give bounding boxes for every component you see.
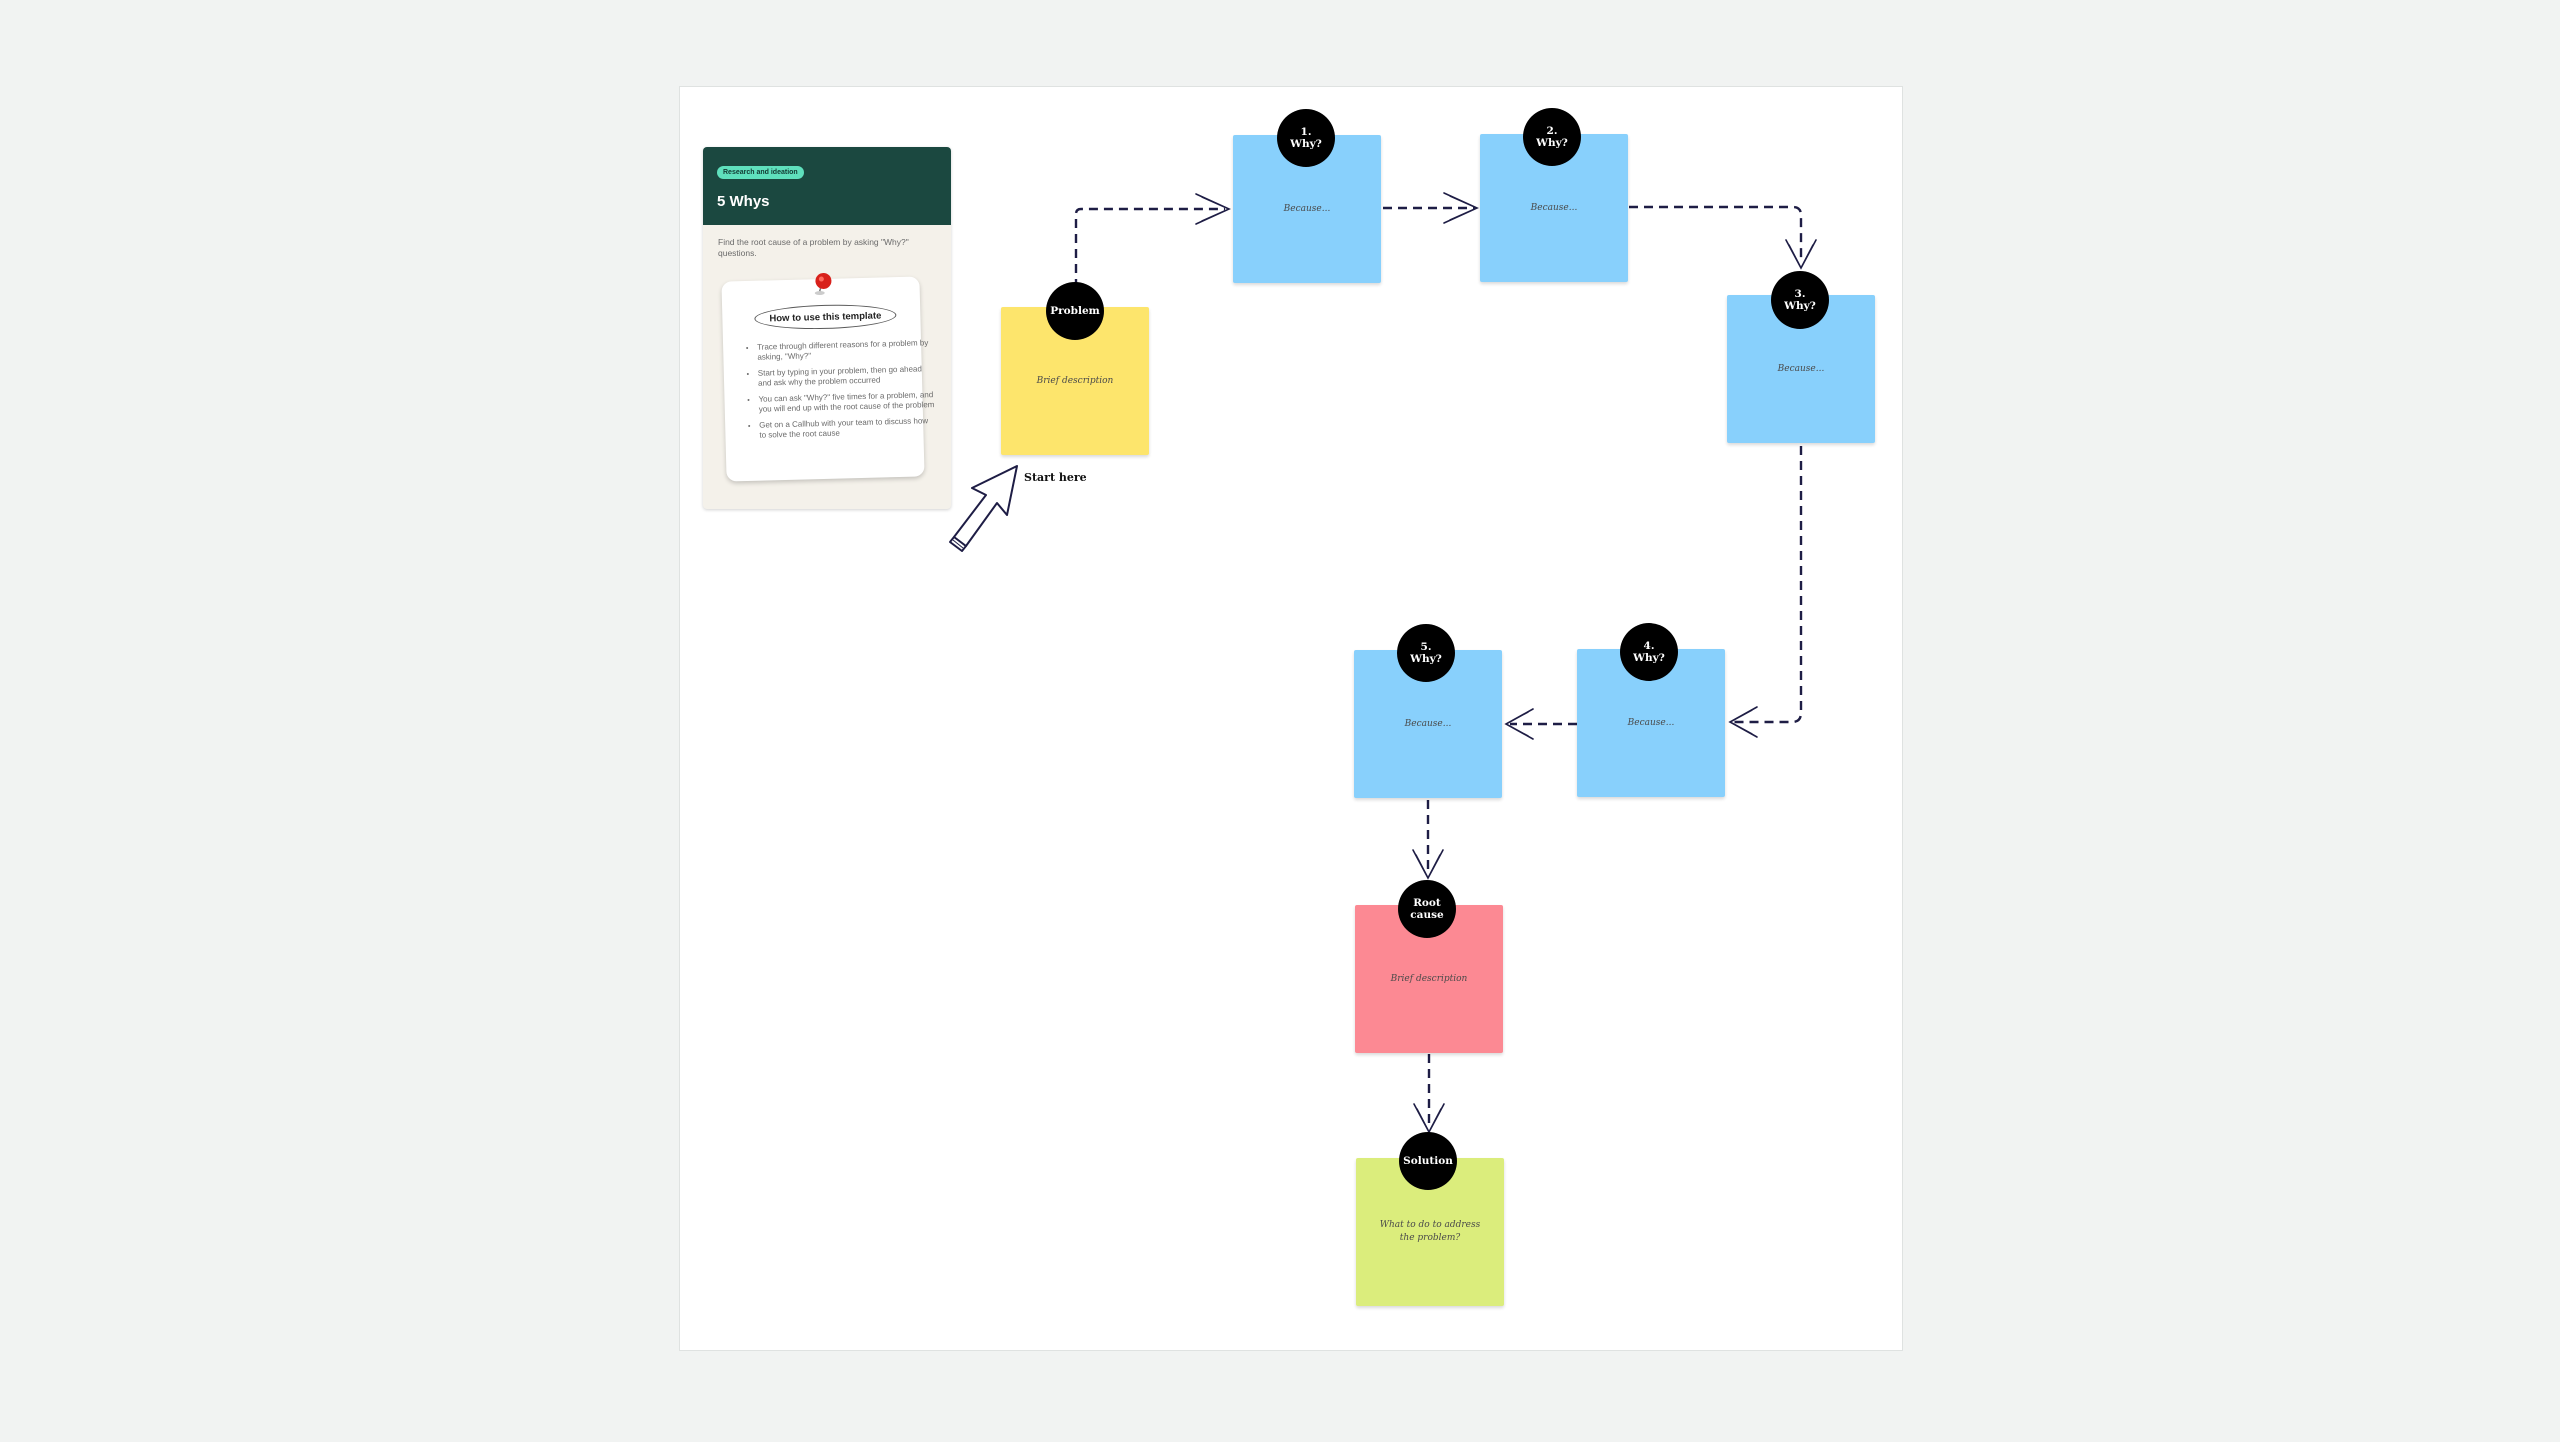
why-3-badge: 3. Why? [1771,271,1829,329]
info-card-header: Research and ideation 5 Whys [703,147,951,225]
list-item: You can ask "Why?" five times for a prob… [758,390,934,414]
template-info-card[interactable]: Research and ideation 5 Whys Find the ro… [703,147,951,509]
solution-badge: Solution [1399,1132,1457,1190]
how-to-use-title: How to use this template [769,309,882,324]
how-to-use-note[interactable]: How to use this template Trace through d… [721,272,934,482]
start-arrow-icon [949,465,1018,552]
problem-badge: Problem [1046,282,1104,340]
how-to-use-title-circle: How to use this template [754,303,897,331]
template-description: Find the root cause of a problem by aski… [718,237,909,258]
template-title: 5 Whys [717,193,770,210]
root-cause-badge: Root cause [1398,880,1456,938]
list-item: Get on a Callhub with your team to discu… [759,416,935,440]
why-5-badge: 5. Why? [1397,624,1455,682]
pushpin-icon [814,272,832,296]
list-item: Trace through different reasons for a pr… [757,338,933,362]
why-2-badge: 2. Why? [1523,108,1581,166]
why-1-badge: 1. Why? [1277,109,1335,167]
how-to-use-list: Trace through different reasons for a pr… [735,338,936,447]
category-tag: Research and ideation [717,166,804,179]
start-here-label: Start here [1024,471,1087,484]
list-item: Start by typing in your problem, then go… [758,364,934,388]
why-4-badge: 4. Why? [1620,623,1678,681]
